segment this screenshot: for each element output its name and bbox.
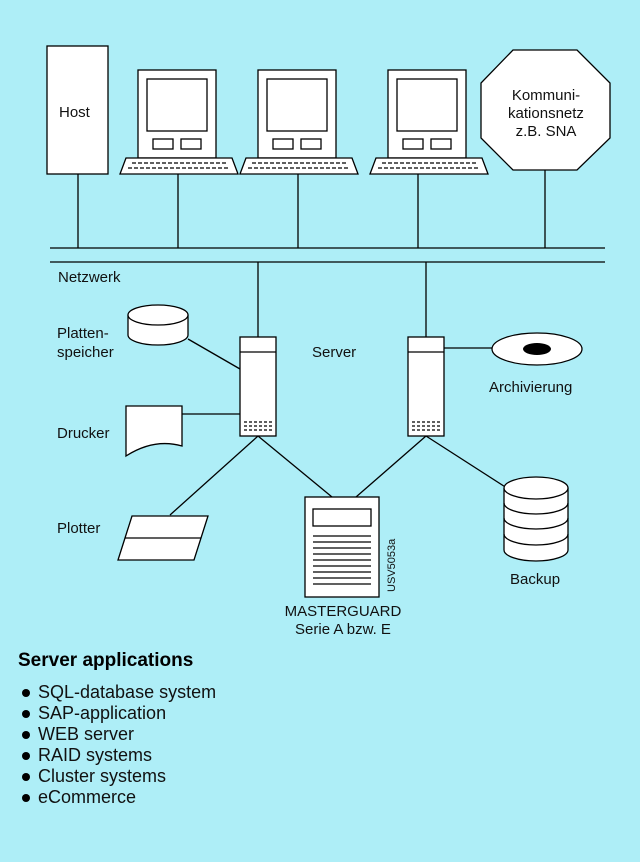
server-2: [407, 336, 445, 437]
workstation-1: [119, 69, 239, 175]
plotter: [117, 515, 209, 561]
bullet-icon: [22, 773, 30, 781]
list-item: SQL-database system: [18, 682, 618, 703]
list-item-text: WEB server: [38, 724, 135, 744]
ups-code: USV5053a: [386, 538, 398, 592]
bullet-icon: [22, 689, 30, 697]
workstation-3: [369, 69, 489, 175]
svg-text:Host: Host: [59, 104, 91, 121]
communication-network: Kommuni- kationsnetz z.B. SNA: [480, 49, 611, 171]
bullet-icon: [22, 731, 30, 739]
bullet-icon: [22, 794, 30, 802]
list-item-text: SQL-database system: [38, 682, 217, 702]
backup-stack: [503, 476, 569, 562]
printer-label: Drucker: [57, 425, 110, 442]
list-item-text: SAP-application: [38, 703, 167, 723]
backup-label: Backup: [510, 571, 560, 588]
svg-text:z.B. SNA: z.B. SNA: [516, 123, 577, 140]
workstation-2: [239, 69, 359, 175]
disk-label: Platten-: [57, 325, 109, 342]
server-label: Server: [312, 344, 356, 361]
list-item-text: RAID systems: [38, 745, 153, 765]
svg-text:Kommuni-: Kommuni-: [512, 87, 580, 104]
printer: [125, 405, 183, 458]
section-title: Server applications: [18, 650, 194, 671]
list-item-text: Cluster systems: [38, 766, 167, 786]
disk-storage: [127, 304, 189, 346]
bullet-icon: [22, 752, 30, 760]
server-1: [239, 336, 277, 437]
plotter-label: Plotter: [57, 520, 100, 537]
server-applications: Server applications SQL-database system …: [18, 650, 618, 808]
application-list: SQL-database system SAP-application WEB …: [18, 682, 618, 808]
ups-label-2: Serie A bzw. E: [295, 621, 391, 638]
network-diagram: Host Kommuni- kationsnetz z.B. SNA Netzw: [46, 45, 611, 638]
list-item: RAID systems: [18, 745, 618, 766]
bullet-icon: [22, 710, 30, 718]
svg-text:kationsnetz: kationsnetz: [508, 105, 584, 122]
network-label: Netzwerk: [58, 269, 121, 286]
list-item: WEB server: [18, 724, 618, 745]
list-item-text: eCommerce: [38, 787, 137, 807]
archive-label: Archivierung: [489, 379, 572, 396]
ups-label-1: MASTERGUARD: [285, 603, 402, 620]
list-item: SAP-application: [18, 703, 618, 724]
archive-disc: [491, 332, 583, 366]
list-item: Cluster systems: [18, 766, 618, 787]
ups-unit: [304, 496, 380, 598]
host-computer: Host: [46, 45, 109, 175]
disk-label-2: speicher: [57, 344, 114, 361]
list-item: eCommerce: [18, 787, 618, 808]
